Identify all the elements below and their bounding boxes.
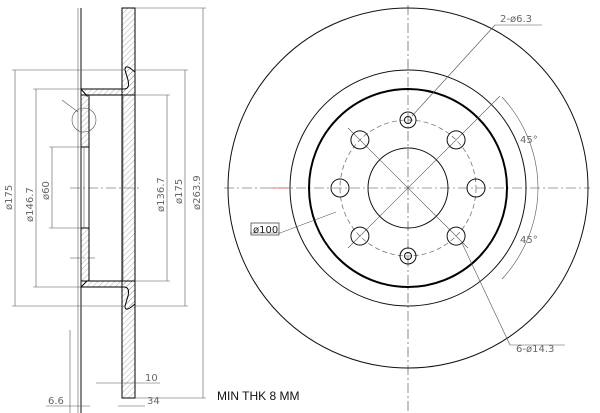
disc-outer-edge xyxy=(227,7,589,369)
dim-height-34: 34 xyxy=(147,396,160,407)
label-bolt-circle: ø100 xyxy=(253,225,278,236)
dim-d136-7: ø136.7 xyxy=(156,177,167,212)
dim-d263-9: ø263.9 xyxy=(192,175,203,210)
center-bore xyxy=(367,147,449,229)
hat-section-bottom xyxy=(79,280,136,310)
dim-d146-7: ø146.7 xyxy=(25,187,36,222)
bolt-hole xyxy=(466,178,486,198)
dim-d175-left: ø175 xyxy=(4,185,15,210)
label-angle-bottom: 45° xyxy=(520,235,538,246)
small-hole-bottom xyxy=(399,247,417,265)
hat-edge xyxy=(308,88,508,288)
bolt-hole xyxy=(446,130,466,150)
disc-section xyxy=(121,7,136,399)
hub-flange-lower xyxy=(80,227,90,282)
detail-circle xyxy=(71,107,97,133)
side-section-view: ø175 ø146.7 ø60 ø136.7 ø175 ø263.9 10 6.… xyxy=(4,7,206,413)
friction-inner-edge xyxy=(289,69,527,307)
label-small-holes: 2-ø6.3 xyxy=(500,14,532,25)
dim-thickness-10: 10 xyxy=(145,373,158,384)
hub-flange-upper xyxy=(80,94,90,148)
small-hole-top xyxy=(399,111,417,129)
dim-d175-right: ø175 xyxy=(174,179,185,204)
min-thickness-note: MIN THK 8 MM xyxy=(217,389,299,403)
bolt-hole xyxy=(350,130,370,150)
front-view: 2-ø6.3 45° 45° ø100 6-ø14.3 xyxy=(224,5,590,413)
dim-d60: ø60 xyxy=(41,181,52,200)
bolt-hole xyxy=(446,226,466,246)
dim-offset-6-6: 6.6 xyxy=(48,396,64,407)
bolt-holes xyxy=(330,130,486,246)
bolt-circle-box xyxy=(250,222,280,236)
label-bolt-holes: 6-ø14.3 xyxy=(516,344,554,355)
hat-section-top xyxy=(79,66,136,98)
label-angle-top: 45° xyxy=(520,135,538,146)
bolt-hole xyxy=(350,226,370,246)
bolt-circle xyxy=(339,119,477,257)
bolt-hole xyxy=(330,178,350,198)
